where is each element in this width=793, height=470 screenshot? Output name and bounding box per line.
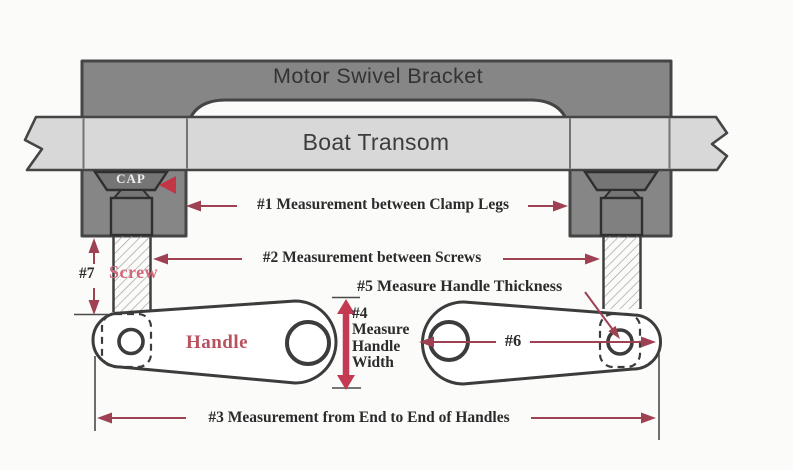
transom-title: Boat Transom (302, 129, 450, 155)
left-handle-big-hole (285, 320, 331, 366)
m7-label: #7 (79, 265, 95, 282)
m3-label: #3 Measurement from End to End of Handle… (208, 409, 510, 426)
cap-label: CAP (116, 171, 146, 186)
m4-line-1: #4 (352, 305, 368, 322)
screw-label: Screw (109, 262, 159, 282)
cap-pointer-arrow (159, 176, 176, 194)
m4-width-arrow (332, 296, 361, 390)
left-cap-shape (92, 170, 170, 192)
m1-label: #1 Measurement between Clamp Legs (257, 196, 509, 213)
m6-arrows (419, 336, 656, 348)
m1-arrows (186, 200, 568, 212)
m4-line-2: Measure (352, 321, 410, 339)
left-clamp-assembly (92, 170, 170, 312)
handle-label: Handle (185, 332, 249, 353)
right-clamp-assembly (582, 170, 660, 309)
m6-label: #6 (504, 331, 522, 350)
m4-label: #4 Measure Handle Width (352, 305, 410, 371)
left-screw-head (109, 196, 154, 237)
leg-edge-lines (82, 118, 671, 169)
left-screw-shaft (113, 236, 151, 312)
m2-label: #2 Measurement between Screws (262, 249, 482, 266)
m7-arrows (74, 238, 108, 316)
left-handle-shape (91, 299, 338, 385)
m3-arrows (94, 354, 660, 440)
right-screw-socket-dashed (598, 312, 642, 369)
m5-label: #5 Measure Handle Thickness (357, 278, 563, 295)
bracket-title: Motor Swivel Bracket (273, 64, 483, 88)
m4-line-3: Handle (352, 337, 401, 355)
right-screw-head (599, 196, 644, 237)
m2-arrows (153, 253, 600, 265)
boat-transom-shape (23, 115, 729, 172)
measurement-annotations (74, 176, 660, 440)
right-screw-shaft (603, 236, 641, 309)
m4-line-4: Width (352, 353, 394, 371)
m5-leader (584, 291, 620, 339)
left-screw-socket-dashed (100, 312, 153, 369)
left-handle-small-hole (117, 327, 145, 356)
right-cap-shape (582, 170, 660, 192)
